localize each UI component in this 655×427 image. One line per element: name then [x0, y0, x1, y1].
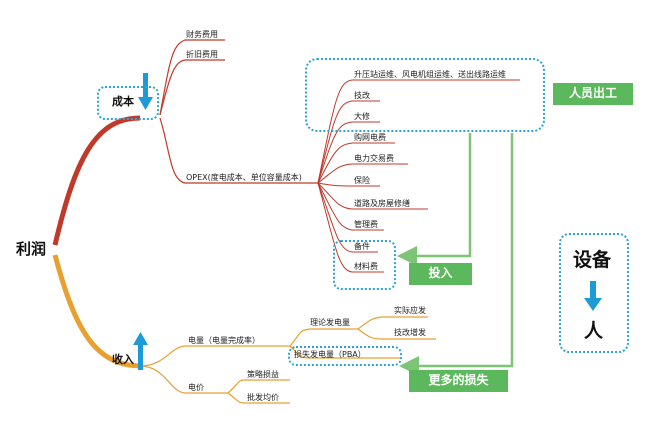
loss-energy-label: 损失发电量（PBA） [294, 350, 366, 359]
cost-branch-line [52, 115, 141, 246]
equipment-label: 设备 [573, 249, 612, 271]
opex-item-maintenance: 升压站运维、风电机组运维、送出线路运维 [354, 70, 506, 79]
opex-item-materials: 材料费 [354, 262, 378, 271]
retrofit-gain-label: 技改增发 [394, 328, 426, 337]
input-items-box [333, 240, 396, 290]
opex-label: OPEX(度电成本、单位容量成本) [186, 173, 302, 182]
actual-generation-label: 实际应发 [394, 306, 426, 315]
opex-item-road-repair: 道路及房屋修缮 [354, 199, 410, 208]
staff-to-loss-arrow [399, 133, 514, 376]
opex-item-retrofit: 技改 [354, 91, 370, 100]
opex-item-spare-parts: 备件 [354, 242, 370, 251]
opex-item-insurance: 保险 [354, 176, 370, 185]
revenue-label: 收入 [112, 353, 134, 366]
energy-label: 电量（电量完成率） [188, 336, 260, 345]
wholesale-price-label: 批发均价 [247, 393, 279, 402]
opex-item-management: 管理费 [354, 220, 378, 229]
more-loss-tag: 更多的损失 [409, 370, 508, 392]
theoretical-energy-label: 理论发电量 [310, 318, 350, 327]
equipment-people-box [559, 233, 629, 353]
staff-tag: 人员出工 [553, 83, 633, 105]
opex-item-overhaul: 大修 [354, 112, 370, 121]
people-label: 人 [584, 320, 604, 342]
staff-items-box [305, 58, 545, 132]
staff-to-input-arrow [397, 133, 472, 266]
opex-item-grid-power: 购网电费 [354, 133, 386, 142]
opex-sub-branches [317, 79, 520, 273]
root-label: 利润 [16, 240, 47, 258]
loss-energy-box [288, 346, 402, 366]
cost-sub-branches [159, 39, 318, 184]
cost-highlight-box [97, 86, 159, 120]
finance-cost-label: 财务费用 [186, 30, 218, 39]
side-down-arrow-icon [584, 281, 602, 311]
strategy-loss-label: 策略损益 [247, 370, 279, 379]
cost-label: 成本 [112, 95, 134, 108]
revenue-up-arrow-icon [133, 332, 148, 370]
opex-item-trading-fee: 电力交易费 [354, 154, 394, 163]
price-label: 电价 [188, 383, 204, 392]
depreciation-label: 折旧费用 [186, 50, 218, 59]
revenue-branch-line [52, 254, 141, 369]
input-tag: 投入 [409, 263, 472, 285]
